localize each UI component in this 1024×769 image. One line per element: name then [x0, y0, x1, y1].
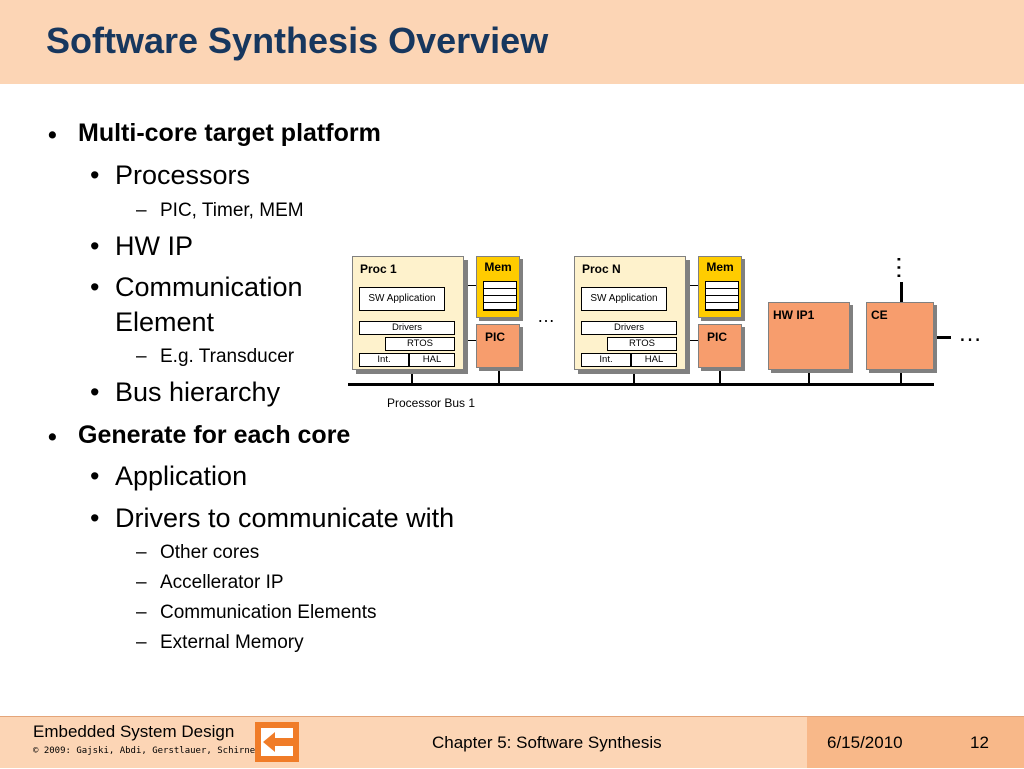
- procN-pic-link: [686, 340, 698, 341]
- ce-bus-drop: [900, 370, 902, 384]
- hwip1-label: HW IP1: [773, 308, 815, 322]
- bullet-external-memory: External Memory: [160, 632, 304, 653]
- memory-icon: [483, 281, 517, 311]
- picN-label: PIC: [707, 330, 728, 344]
- sw-application-box: SW Application: [359, 287, 445, 311]
- bullet-multicore: Multi-core target platform: [78, 119, 381, 147]
- bullet-accel-ip: Accellerator IP: [160, 572, 284, 593]
- bus-label: Processor Bus 1: [387, 396, 476, 410]
- bullet-transducer: E.g. Transducer: [160, 346, 295, 367]
- dash-marker: –: [136, 346, 147, 367]
- bullet-bus-hierarchy: Bus hierarchy: [115, 377, 281, 407]
- bullet-marker: •: [90, 461, 100, 491]
- bullet-comm-elements: Communication Elements: [160, 602, 377, 623]
- dash-marker: –: [136, 632, 147, 653]
- ellipsis-vertical: …: [891, 254, 922, 281]
- memory-icon: [705, 281, 739, 311]
- dash-marker: –: [136, 572, 147, 593]
- picN-bus-drop: [719, 368, 721, 384]
- footer-date: 6/15/2010: [827, 733, 903, 752]
- hal-box: HAL: [631, 353, 677, 367]
- bullet-marker: •: [48, 121, 57, 149]
- orange-arrow-logo-icon: [253, 720, 303, 764]
- dash-marker: –: [136, 602, 147, 623]
- bullet-processors: Processors: [115, 160, 251, 190]
- ellipsis-right: …: [958, 320, 982, 347]
- title-bar: [0, 0, 1024, 84]
- bullet-other-cores: Other cores: [160, 542, 260, 563]
- mem1-label: Mem: [484, 260, 512, 274]
- footer-accent: [807, 716, 1024, 768]
- dash-marker: –: [136, 200, 147, 221]
- procN-block: Proc N SW Application Drivers RTOS Int. …: [574, 256, 686, 370]
- proc1-mem-link: [464, 285, 476, 286]
- pic1-bus-drop: [498, 368, 500, 384]
- bullet-marker: •: [48, 423, 57, 451]
- procN-bus-drop: [633, 370, 635, 384]
- drivers-box: Drivers: [359, 321, 455, 335]
- ce-vertical-link: [900, 282, 903, 302]
- int-box: Int.: [581, 353, 631, 367]
- sw-application-box: SW Application: [581, 287, 667, 311]
- bullet-marker: •: [90, 503, 100, 533]
- int-box: Int.: [359, 353, 409, 367]
- hwip1-block: HW IP1: [768, 302, 850, 370]
- ce-block: CE: [866, 302, 934, 370]
- footer-brand: Embedded System Design: [33, 722, 235, 741]
- bullet-marker: •: [90, 272, 100, 302]
- ellipsis-between-procs: …: [537, 306, 555, 326]
- proc1-bus-drop: [411, 370, 413, 384]
- bullet-marker: •: [90, 231, 100, 261]
- hwip-bus-drop: [808, 370, 810, 384]
- hal-box: HAL: [409, 353, 455, 367]
- proc1-block: Proc 1 SW Application Drivers RTOS Int. …: [352, 256, 464, 370]
- drivers-box: Drivers: [581, 321, 677, 335]
- pic1-block: PIC: [476, 324, 520, 368]
- mem1-block: Mem: [476, 256, 520, 318]
- pic1-label: PIC: [485, 330, 506, 344]
- footer-chapter: Chapter 5: Software Synthesis: [432, 733, 662, 752]
- memN-label: Mem: [706, 260, 734, 274]
- bullet-element: Element: [115, 307, 215, 337]
- proc1-pic-link: [464, 340, 476, 341]
- memN-block: Mem: [698, 256, 742, 318]
- picN-block: PIC: [698, 324, 742, 368]
- procN-label: Proc N: [582, 262, 621, 276]
- rtos-box: RTOS: [385, 337, 455, 351]
- processor-bus-line: [348, 383, 934, 386]
- bullet-marker: •: [90, 160, 100, 190]
- ce-label: CE: [871, 308, 888, 322]
- footer-divider: [0, 716, 1024, 717]
- ce-bus-stub: [933, 336, 951, 339]
- footer-copyright: © 2009: Gajski, Abdi, Gerstlauer, Schirn…: [33, 746, 261, 756]
- bullet-application: Application: [115, 461, 248, 491]
- bullet-pic-timer-mem: PIC, Timer, MEM: [160, 200, 304, 221]
- proc1-label: Proc 1: [360, 262, 397, 276]
- bullet-communication: Communication: [115, 272, 303, 302]
- dash-marker: –: [136, 542, 147, 563]
- bullet-hw-ip: HW IP: [115, 231, 193, 261]
- procN-mem-link: [686, 285, 698, 286]
- slide-title: Software Synthesis Overview: [46, 20, 549, 61]
- bullet-marker: •: [90, 377, 100, 407]
- bullet-drivers: Drivers to communicate with: [115, 503, 455, 533]
- bullet-generate: Generate for each core: [78, 421, 351, 449]
- rtos-box: RTOS: [607, 337, 677, 351]
- footer-page-number: 12: [970, 733, 989, 752]
